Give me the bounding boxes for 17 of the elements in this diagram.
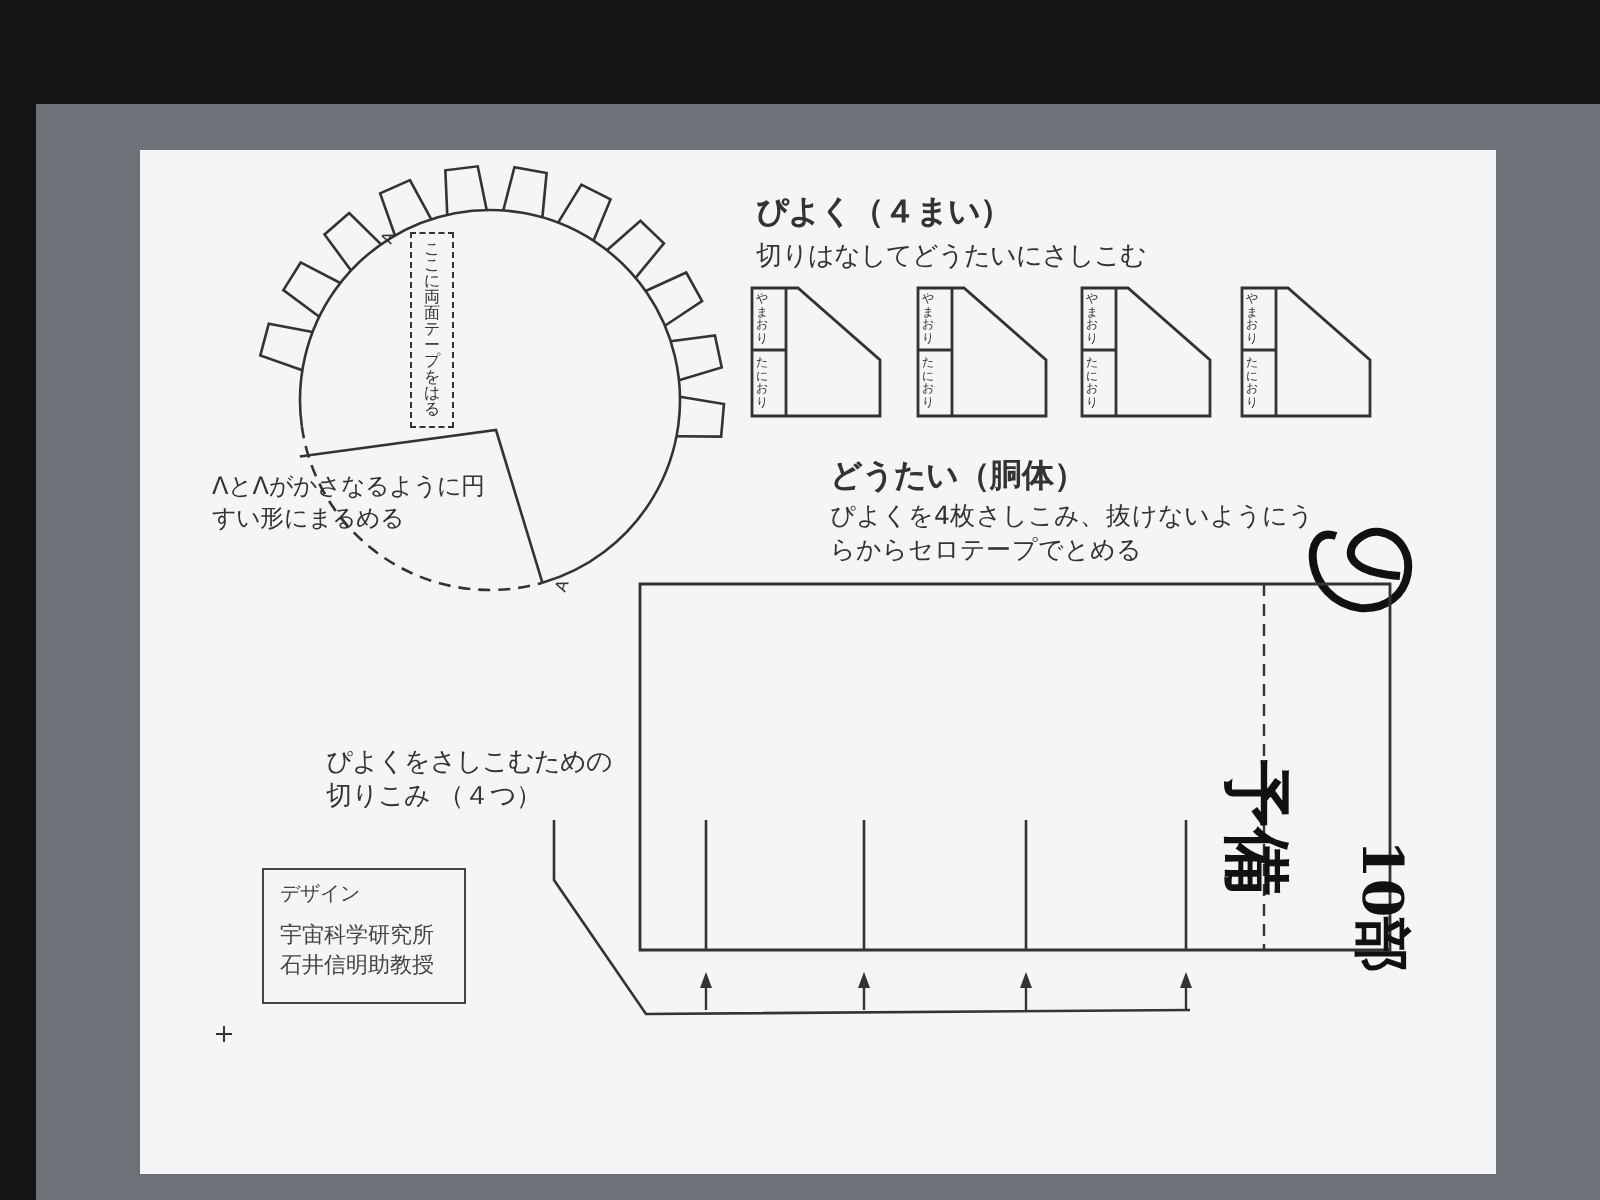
instruction-text: ぴよくを4枚さしこみ、抜けないようにうらからセロテープでとめる: [830, 500, 1316, 568]
fin-template: [1240, 286, 1372, 418]
handwritten-note: 予備: [1214, 760, 1299, 897]
callout-text: ぴよくをさしこむための切りこみ （４つ）: [326, 748, 614, 816]
handwritten-note: 10部: [1347, 839, 1418, 974]
credit-box: [262, 868, 466, 1004]
section-heading: どうたい（胴体）: [830, 456, 1086, 498]
section-heading: ぴよく（４まい）: [756, 192, 1012, 234]
tape-area: [410, 232, 454, 428]
credit-heading: デザイン: [280, 882, 362, 910]
instruction-text: ここに両面テープをはる: [424, 242, 440, 418]
point-mark: A: [551, 577, 575, 596]
fin-template: [916, 286, 1048, 418]
fin-template: [1080, 286, 1212, 418]
instruction-text: 切りはなしてどうたいにさしこむ: [756, 242, 1146, 276]
credit-text: 宇宙科学研究所石井信明助教授: [280, 919, 436, 983]
fin-template: [750, 286, 882, 418]
